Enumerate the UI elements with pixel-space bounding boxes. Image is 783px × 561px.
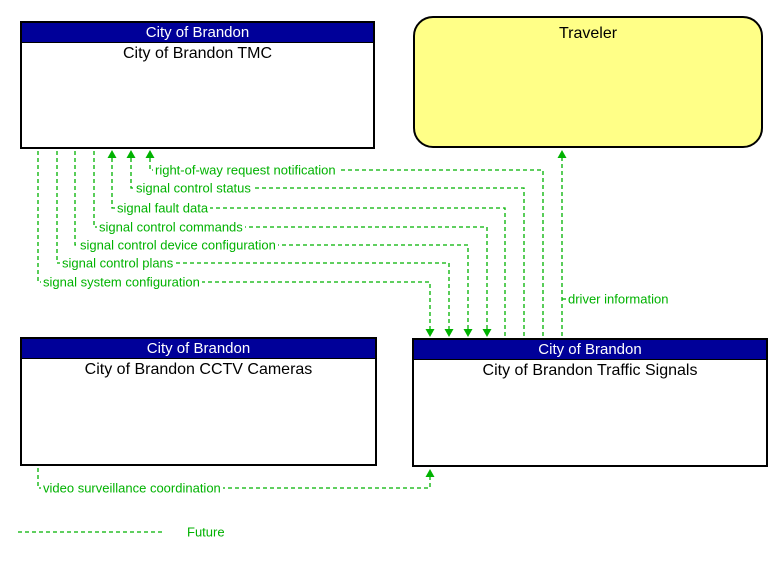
cctv-cameras-box: City of Brandon City of Brandon CCTV Cam…	[20, 337, 377, 466]
tmc-box: City of Brandon City of Brandon TMC	[20, 21, 375, 149]
signals-box-title: City of Brandon Traffic Signals	[482, 362, 698, 379]
flow-line-signal-control-device-configuration	[74, 151, 469, 330]
flow-arrowhead-signal-control-device-configuration	[463, 329, 473, 337]
tmc-box-title: City of Brandon TMC	[122, 45, 273, 62]
flow-line-signal-control-plans	[56, 151, 450, 330]
cctv-box-title: City of Brandon CCTV Cameras	[84, 361, 313, 378]
flow-line-signal-control-status	[130, 152, 525, 336]
flow-arrowhead-signal-fault-data	[107, 150, 117, 158]
signals-box-header: City of Brandon	[414, 340, 766, 360]
flow-line-signal-fault-data	[111, 152, 506, 336]
flow-line-signal-system-configuration	[37, 151, 431, 330]
flow-arrowhead-signal-control-plans	[444, 329, 454, 337]
traveler-box-title: Traveler	[558, 25, 618, 42]
flow-line-signal-control-commands	[93, 151, 488, 330]
flow-arrowhead-signal-system-configuration	[425, 329, 435, 337]
flow-arrowhead-right-of-way-request-notification	[145, 150, 155, 158]
tmc-box-header: City of Brandon	[22, 23, 373, 43]
flow-arrowhead-signal-control-status	[126, 150, 136, 158]
flow-line-right-of-way-request-notification	[149, 152, 544, 336]
flow-arrowhead-signal-control-commands	[482, 329, 492, 337]
flow-arrowhead-video-surveillance-coordination	[425, 469, 435, 477]
flow-arrowhead-driver-information	[557, 150, 567, 158]
traveler-box: Traveler	[413, 16, 763, 148]
cctv-box-header: City of Brandon	[22, 339, 375, 359]
flow-line-video-surveillance-coordination	[37, 468, 431, 489]
traffic-signals-box: City of Brandon City of Brandon Traffic …	[412, 338, 768, 467]
